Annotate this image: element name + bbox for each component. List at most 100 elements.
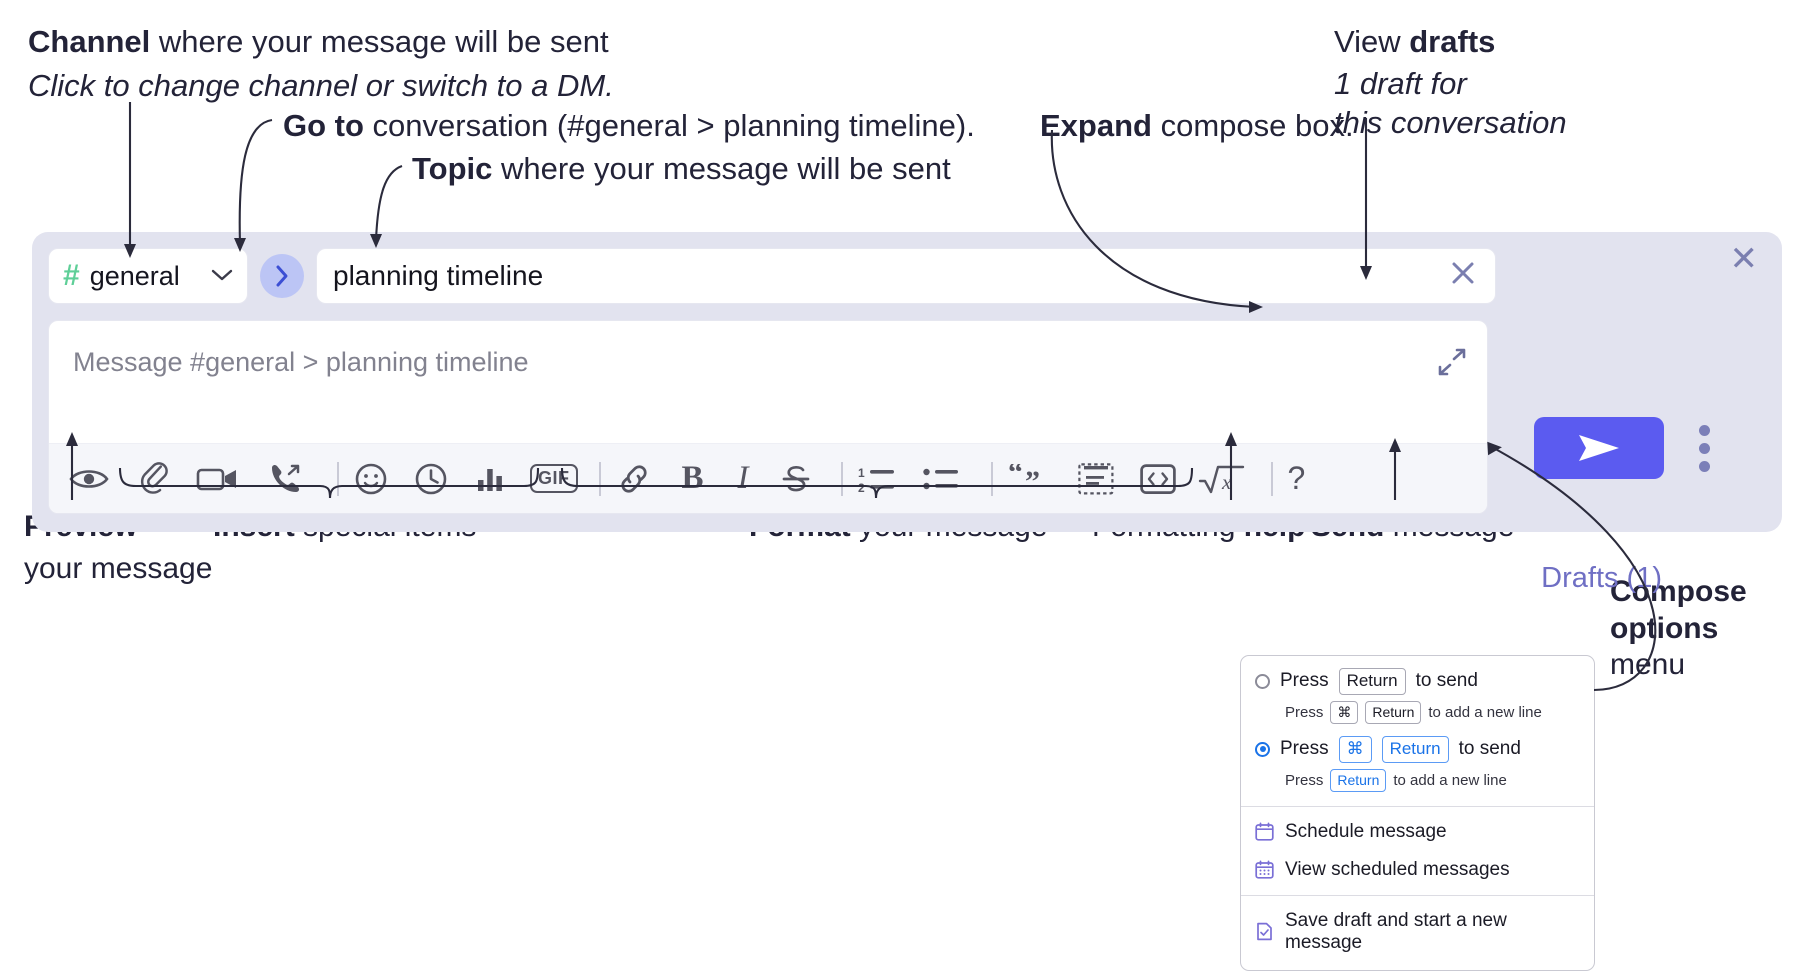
drafts-link[interactable]: Drafts (1) <box>1541 562 1662 594</box>
goto-conversation-button[interactable] <box>260 254 304 298</box>
annotation-channel: Channel where your message will be sent … <box>28 22 614 105</box>
send-button[interactable] <box>1534 417 1664 479</box>
menu-divider-2 <box>1241 894 1594 896</box>
clock-icon[interactable] <box>414 462 448 496</box>
menu-item-schedule-message[interactable]: Schedule message <box>1241 813 1594 851</box>
divider-1 <box>337 461 339 496</box>
divider-2 <box>598 461 601 496</box>
option1-tail-label: to send <box>1415 670 1478 692</box>
compose-panel: ✕ # general planning timeline Message #g… <box>32 232 1782 594</box>
annotation-topic-rest: where your message will be sent <box>492 151 951 186</box>
option1-key-return: Return <box>1338 668 1406 695</box>
chevron-down-icon <box>211 266 233 287</box>
annotation-goto-strong: Go to <box>283 108 364 143</box>
preview-icon[interactable] <box>69 465 109 493</box>
annotation-drafts-strong: drafts <box>1409 24 1496 59</box>
message-placeholder: Message #general > planning timeline <box>73 347 529 377</box>
video-icon[interactable] <box>196 465 240 493</box>
send-shortcut-options: Press Return to send Press ⌘ Return to a… <box>1241 656 1594 806</box>
menu-item-view-scheduled-label: View scheduled messages <box>1285 858 1510 880</box>
kebab-dot-3 <box>1699 461 1710 472</box>
menu-divider-1 <box>1241 805 1594 807</box>
leader-topic <box>374 165 403 241</box>
message-input-area[interactable]: Message #general > planning timeline <box>48 320 1488 514</box>
blockquote-icon[interactable]: “” <box>1008 464 1050 494</box>
help-icon[interactable]: ? <box>1287 460 1306 496</box>
save-draft-icon <box>1255 922 1274 941</box>
send-option-cmd-return-sub: Press Return to add a new line <box>1285 768 1580 792</box>
italic-icon[interactable]: I <box>737 460 749 496</box>
annotation-compose-strong2: options <box>1610 611 1719 645</box>
annotation-preview-line2: your message <box>24 552 213 586</box>
channel-selector[interactable]: # general <box>48 248 248 304</box>
annotation-drafts-lead: View <box>1334 24 1410 59</box>
strikethrough-icon[interactable] <box>781 462 811 496</box>
annotated-compose-diagram: Channel where your message will be sent … <box>24 22 1782 971</box>
code-inline-icon[interactable] <box>1139 463 1176 495</box>
svg-text:“: “ <box>1008 464 1023 489</box>
menu-item-save-draft[interactable]: Save draft and start a new message <box>1241 902 1594 962</box>
option2-sub-tail: to add a new line <box>1393 771 1507 789</box>
kebab-dot-1 <box>1699 425 1710 436</box>
option1-sub-key-return: Return <box>1365 700 1422 724</box>
code-block-icon[interactable] <box>1077 462 1114 495</box>
option1-sub-key-cmd: ⌘ <box>1330 700 1359 724</box>
attachment-icon[interactable] <box>139 461 169 496</box>
option1-press-label: Press <box>1280 670 1329 692</box>
divider-5 <box>1270 461 1273 496</box>
annotation-expand: Expand compose box. <box>1040 106 1354 146</box>
clear-topic-icon[interactable] <box>1447 257 1479 295</box>
close-icon[interactable]: ✕ <box>1729 240 1759 278</box>
annotation-goto: Go to conversation (#general > planning … <box>283 106 975 146</box>
svg-text:x: x <box>1221 470 1232 494</box>
link-icon[interactable] <box>616 462 652 496</box>
gif-icon[interactable]: GIF <box>530 464 578 493</box>
divider-3 <box>840 461 843 496</box>
emoji-icon[interactable] <box>354 462 388 496</box>
annotation-topic: Topic where your message will be sent <box>412 149 951 189</box>
compose-header-row: # general planning timeline <box>48 248 1496 304</box>
send-option-return-sub: Press ⌘ Return to add a new line <box>1285 700 1580 724</box>
radio-cmd-return[interactable] <box>1255 741 1270 757</box>
option1-sub-press: Press <box>1285 703 1324 721</box>
bullet-list-icon[interactable] <box>922 464 959 494</box>
calendar-icon <box>1255 822 1274 841</box>
leader-goto <box>238 118 273 245</box>
poll-icon[interactable] <box>475 464 505 494</box>
audio-call-icon[interactable] <box>268 462 302 496</box>
svg-text:”: ” <box>1025 465 1039 494</box>
send-option-return[interactable]: Press Return to send <box>1255 668 1580 695</box>
annotation-channel-strong: Channel <box>28 24 151 59</box>
annotation-drafts: View drafts 1 draft for this conversatio… <box>1334 22 1567 143</box>
annotation-channel-rest: where your message will be sent <box>150 24 609 59</box>
option2-key-return: Return <box>1381 735 1449 763</box>
channel-name-label: general <box>89 260 180 291</box>
topic-input[interactable]: planning timeline <box>316 248 1496 304</box>
divider-4 <box>990 461 993 496</box>
bold-icon[interactable]: B <box>681 460 704 496</box>
radio-return[interactable] <box>1255 673 1270 689</box>
annotation-goto-rest: conversation (#general > planning timeli… <box>363 108 975 143</box>
send-option-cmd-return[interactable]: Press ⌘ Return to send <box>1255 735 1580 763</box>
annotation-expand-strong: Expand <box>1040 108 1152 143</box>
draft-section: Save draft and start a new message <box>1241 896 1594 970</box>
menu-item-schedule-label: Schedule message <box>1285 820 1447 842</box>
annotation-drafts-italic1: 1 draft for <box>1334 65 1467 101</box>
latex-icon[interactable]: x <box>1198 462 1246 496</box>
menu-item-save-draft-label: Save draft and start a new message <box>1285 909 1507 953</box>
annotation-compose-line3: menu <box>1610 648 1686 682</box>
option2-key-cmd: ⌘ <box>1338 735 1372 763</box>
annotation-topic-strong: Topic <box>412 151 493 186</box>
svg-text:2: 2 <box>858 481 865 494</box>
expand-icon[interactable] <box>1437 347 1467 382</box>
menu-item-view-scheduled[interactable]: View scheduled messages <box>1241 851 1594 889</box>
compose-options-button[interactable] <box>1699 425 1710 472</box>
svg-text:1: 1 <box>858 466 865 480</box>
topic-value: planning timeline <box>333 260 544 291</box>
option2-tail-label: to send <box>1458 738 1521 760</box>
option1-sub-tail: to add a new line <box>1428 703 1542 721</box>
option2-sub-key-return: Return <box>1330 768 1387 792</box>
hash-icon: # <box>63 259 80 292</box>
